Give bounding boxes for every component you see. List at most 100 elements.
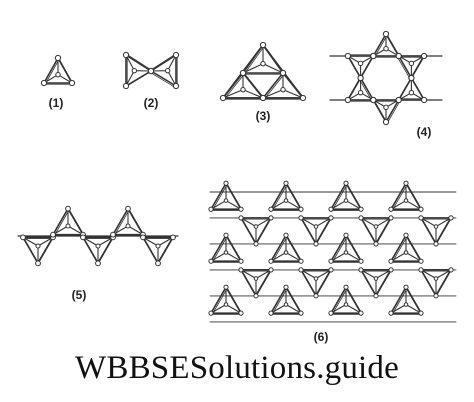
tetrahedron-edge-shade [255,216,272,244]
tetrahedron-edge-shade [405,233,422,261]
oxygen-atom [68,79,76,87]
tetrahedron-edge-shade [67,207,84,234]
tetrahedron-edge [222,72,244,99]
oxygen-atom [223,302,229,307]
tetrahedron-bond [345,200,362,210]
tetrahedron-edge-shade [242,71,264,98]
tetrahedron-edge-shade [331,287,348,315]
tetrahedron-edge [262,44,284,74]
tetrahedron-edge-shade [225,233,242,261]
oxygen-atom [223,198,229,203]
tetrahedron-edge-shade [211,236,228,263]
tetrahedron-edge-shade [345,233,362,261]
oxygen-atom [50,231,56,238]
tetrahedron-bond [240,217,257,228]
tetrahedron-edge [225,234,242,262]
tetrahedron-edge [22,236,39,265]
tetrahedron-edge-shade [282,71,304,98]
tetrahedron-bond [242,63,264,74]
tetrahedron-bond [435,217,452,228]
tetrahedron-edge-shade [375,268,392,296]
tetrahedron-edge [420,217,437,245]
oxygen-atom [20,234,26,241]
tetrahedron-edge-shade [37,235,54,263]
oxygen-atom [313,241,319,247]
oxygen-atom [155,243,161,249]
oxygen-atom [373,241,379,247]
oxygen-atom [223,250,229,255]
tetrahedron-bond [390,251,407,262]
oxygen-atom [65,205,71,212]
oxygen-atom [344,52,351,60]
tetrahedron-edge [375,269,392,297]
oxygen-atom [35,243,41,249]
tetrahedron-bond [285,200,302,210]
tetrahedron-edge-shade [225,285,242,313]
tetrahedron-edge-shade [223,73,245,100]
tetrahedron-edge [405,286,422,314]
tetrahedron-edge [37,236,54,265]
tetrahedron-edge-shade [375,216,392,244]
oxygen-atom [253,241,259,247]
oxygen-atom [155,260,161,267]
oxygen-atom [448,215,454,221]
tetrahedron-edge-shade [271,236,288,263]
tetrahedron-edge-shade [113,209,130,237]
oxygen-atom [313,224,319,229]
tetrahedron-edge [405,234,422,262]
oxygen-atom [125,223,131,229]
tetrahedron-edge [375,217,392,245]
oxygen-atom [253,293,259,299]
tetrahedron-bond [330,200,347,210]
tetrahedron-bond [210,251,227,262]
tetrahedron-edge [410,77,425,101]
tetrahedron-bond [390,303,407,314]
oxygen-atom [223,232,229,238]
oxygen-atom [131,67,138,74]
tetrahedron-edge [300,217,317,245]
tetrahedron-bond [420,269,437,280]
tetrahedron-edge [390,286,407,314]
tetrahedron-edge [345,234,362,262]
tetrahedron-bond [285,303,302,314]
oxygen-atom [403,284,409,290]
tetrahedron-edge [210,234,227,262]
tetrahedron-edge [285,182,302,211]
tetrahedron-bond [270,303,287,314]
oxygen-atom [80,234,86,241]
oxygen-atom [373,293,379,299]
tetrahedron-edge-shade [263,73,285,100]
tetrahedron-edge [57,57,73,84]
tetrahedron-edge-shade [315,268,332,296]
tetrahedron-edge [359,55,375,79]
tetrahedron-bond [240,269,257,280]
tetrahedron-edge-shade [285,233,302,261]
oxygen-atom [408,60,415,67]
oxygen-atom [408,74,415,82]
tetrahedron-edge [112,207,129,236]
oxygen-atom [370,52,377,60]
tetrahedron-bond [315,269,332,280]
tetrahedron-edge [255,269,272,297]
oxygen-atom [403,232,409,238]
tetrahedron-bond [210,303,227,314]
sheet-figure [208,180,457,323]
tetrahedron-bond [225,251,242,262]
tetrahedron-edge-shade [271,184,288,211]
tetrahedron-edge-shade [44,58,60,85]
oxygen-atom [122,82,130,90]
tetrahedron-edge [359,77,375,101]
tetrahedron-edge-shade [255,268,272,296]
tetrahedron-bond [315,217,332,228]
tetrahedron-edge [210,286,227,314]
tetrahedron-bond [345,251,362,262]
tetrahedron-edge [150,70,177,87]
tetrahedron-edge-shade [397,56,411,80]
tetrahedron-edge [420,269,437,297]
tetrahedron-edge [225,182,242,211]
tetrahedron-edge [157,236,174,265]
tetrahedron-edge-shade [315,216,332,244]
oxygen-atom [223,284,229,290]
tetrahedron-edge-shade [405,285,422,313]
oxygen-atom [403,302,409,307]
